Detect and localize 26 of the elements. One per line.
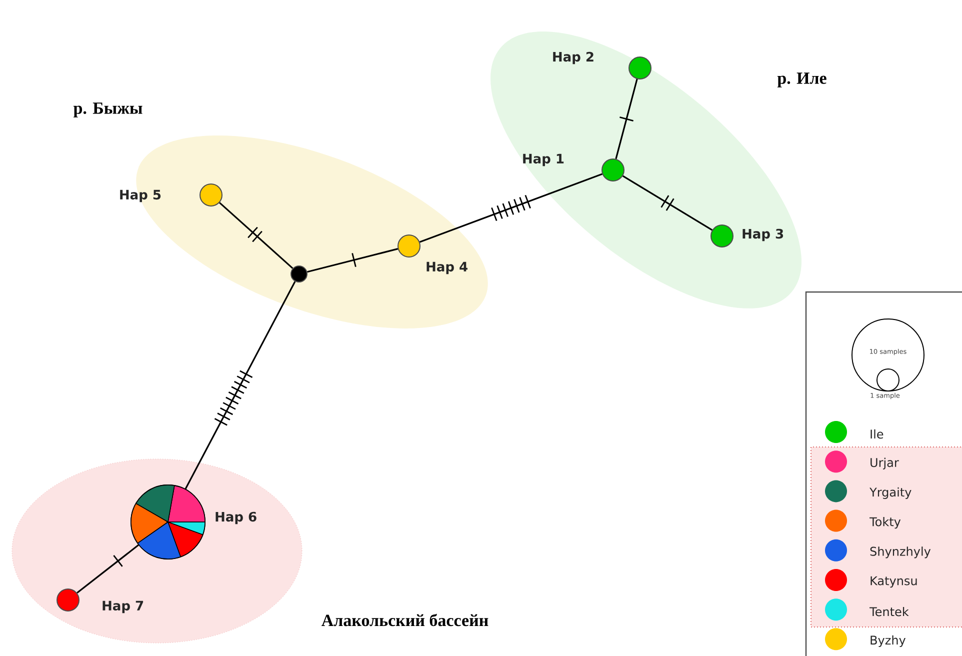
network-line: [219, 202, 294, 269]
region-label: р. Быжы: [73, 102, 142, 118]
haplotype-label: Hap 6: [216, 512, 256, 524]
legend-label: Katynsu: [870, 576, 917, 588]
legend-label: Shynzhyly: [870, 546, 931, 558]
haplotype-circle: [290, 266, 308, 282]
network-line: [615, 78, 638, 160]
network-line: [184, 281, 296, 490]
haplotype-label: Hap 3: [742, 228, 784, 242]
region-label: Алакольский бассейн: [322, 614, 488, 626]
legend-label: Tentek: [870, 606, 909, 616]
haplotype-label: Hap 4: [426, 262, 468, 274]
network-line: [622, 175, 713, 231]
haplotype-label: Hap 2: [553, 52, 594, 64]
legend-label: Tokty: [870, 516, 901, 529]
network-line: [307, 248, 398, 273]
network-line: [420, 173, 602, 243]
legend-label: Byzhy: [870, 635, 906, 647]
haplotype-label: Hap 5: [120, 190, 161, 202]
legend-label: Yrgaity: [870, 487, 912, 499]
legend-label: Urjar: [870, 458, 899, 470]
network-line: [76, 544, 139, 594]
haplotype-label: Hap 1: [523, 154, 564, 166]
region-label: р. Иле: [777, 72, 826, 88]
haplotype-label: Hap 7: [102, 600, 144, 614]
legend-label: Ile: [870, 429, 884, 439]
